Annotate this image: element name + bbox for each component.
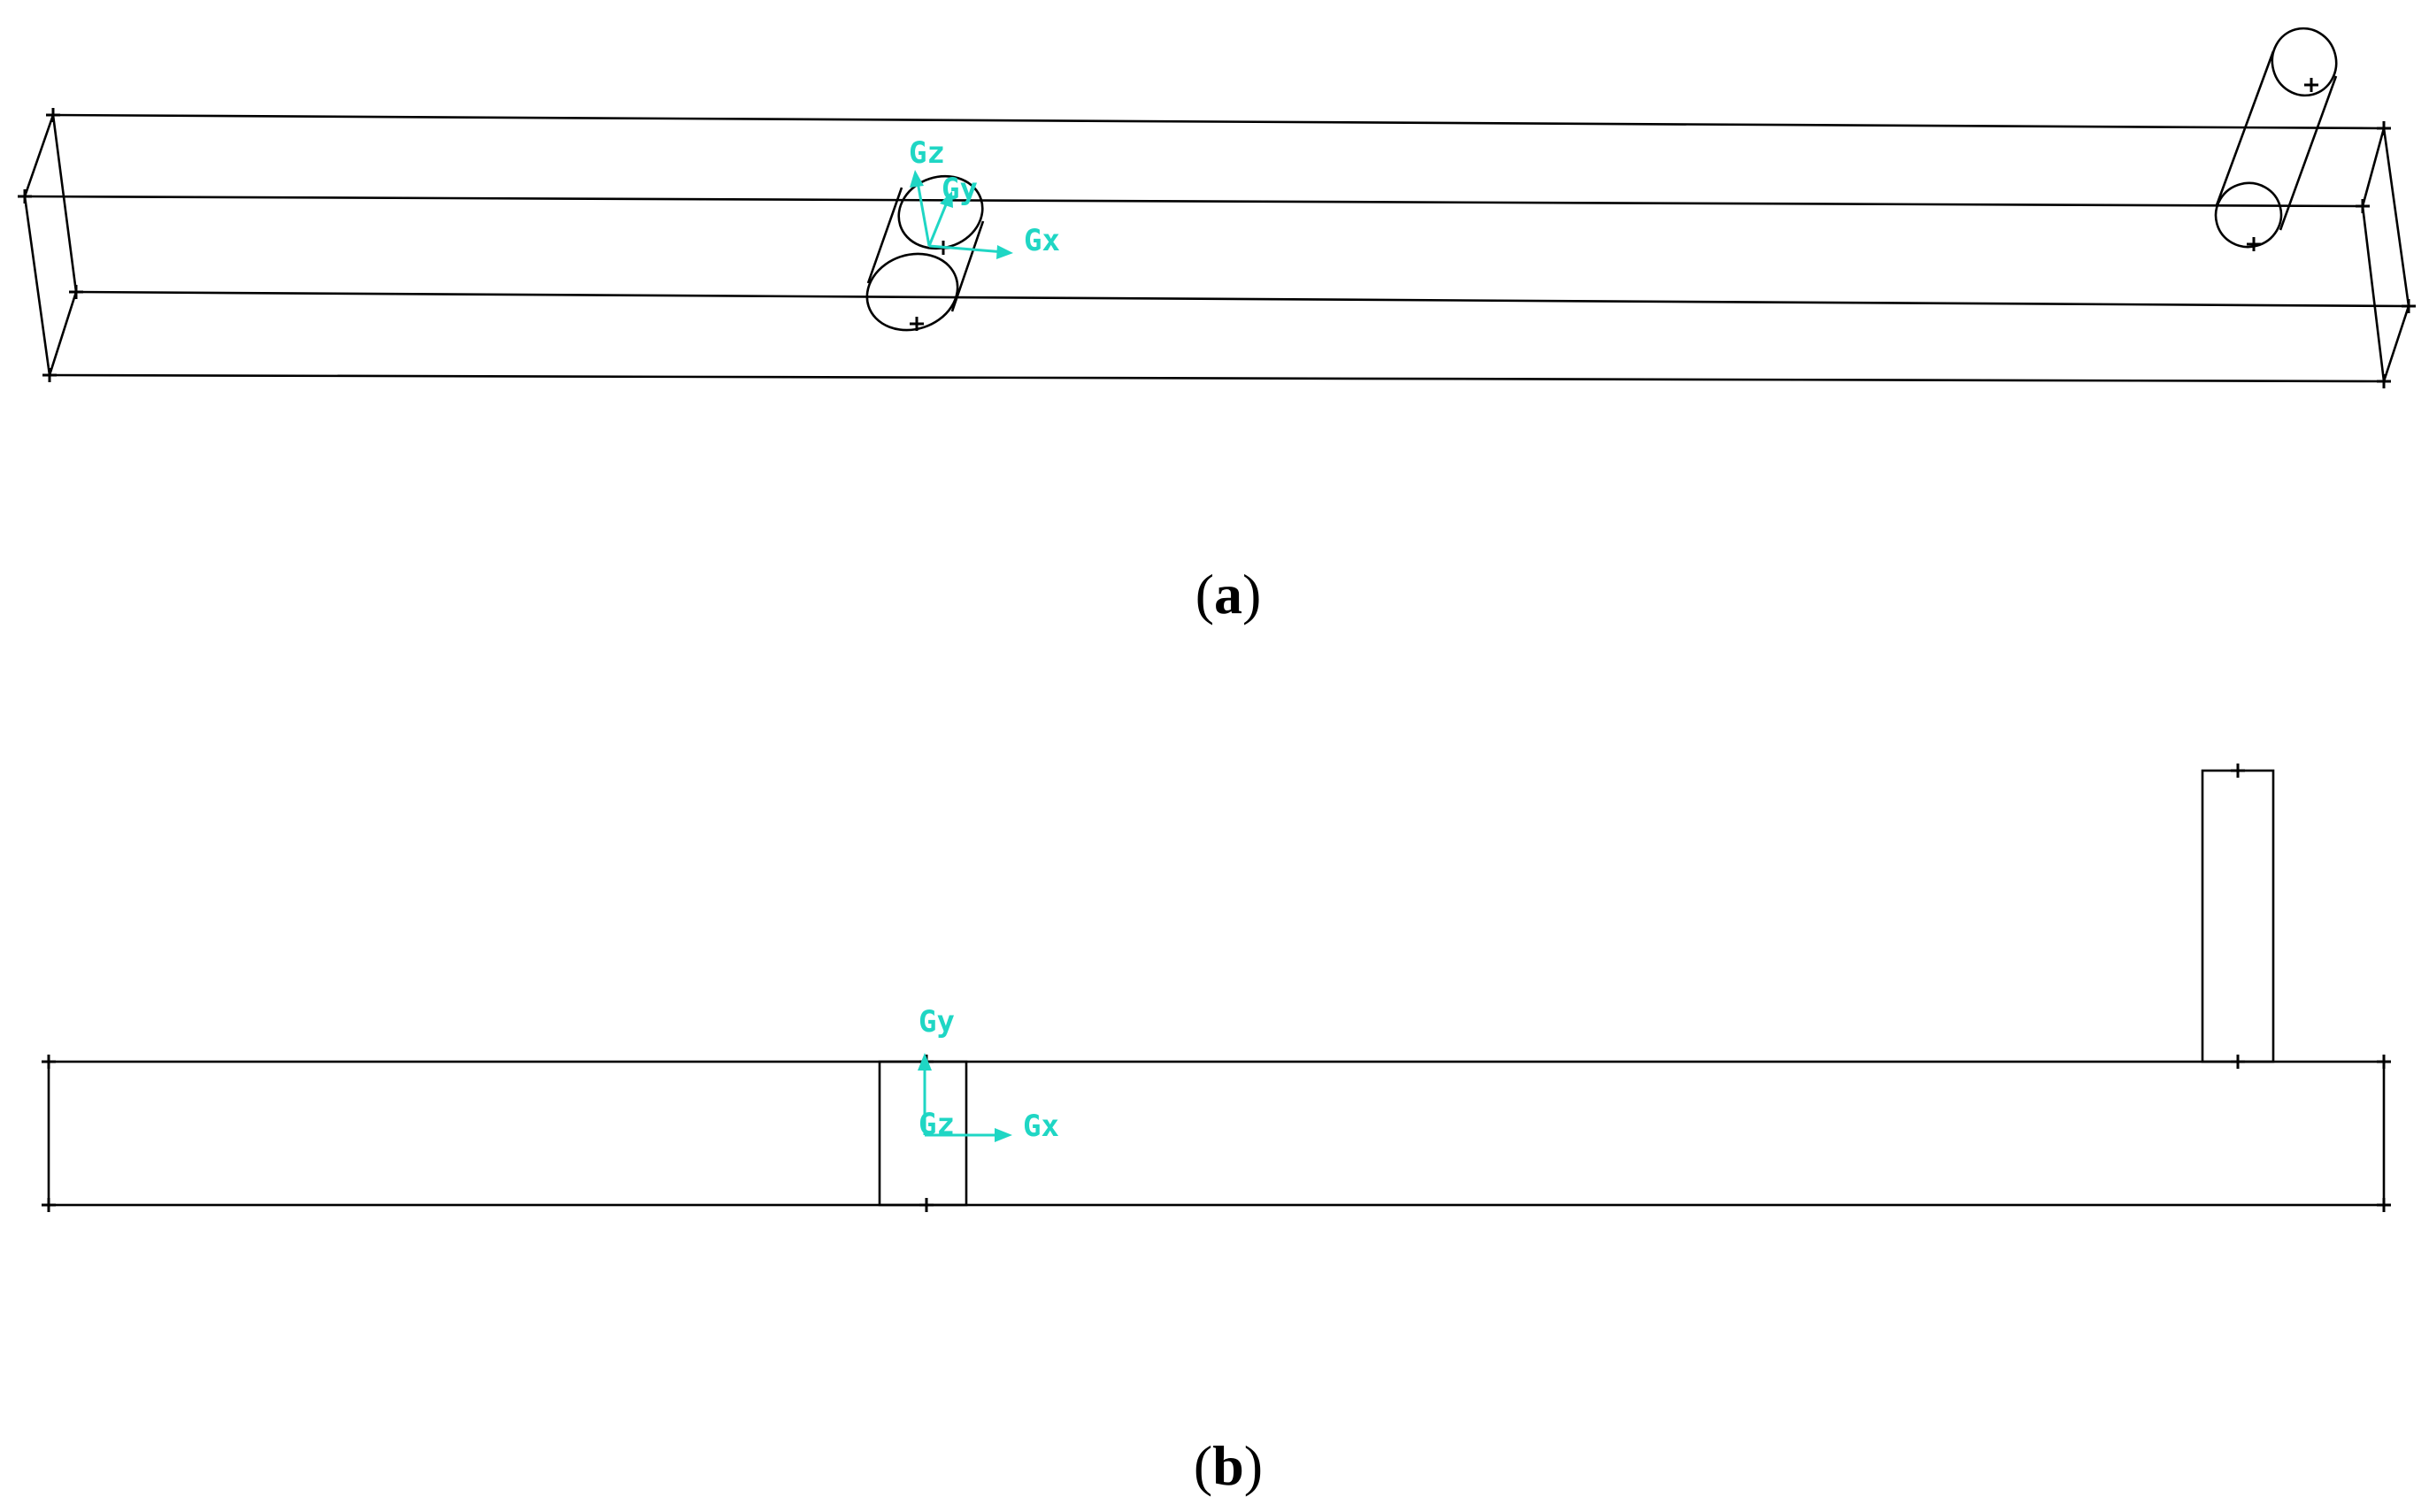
node-marker (69, 285, 83, 299)
node-marker (2377, 121, 2391, 135)
node-marker (2231, 764, 2245, 778)
gx-label: Gx (1024, 223, 1060, 258)
node-marker (42, 368, 57, 382)
node-marker (2377, 374, 2391, 388)
beam-edge-top-front (24, 195, 2364, 208)
gy-axis-line (927, 197, 950, 247)
right-cylinder-top-ellipse (2271, 27, 2338, 97)
panel-b: Gy Gz Gx (b) (42, 764, 2391, 1497)
gx-axis-arrow (996, 245, 1013, 259)
panel-a-caption: (a) (1195, 563, 1262, 626)
gx-label: Gx (1023, 1109, 1059, 1144)
node-marker (42, 1055, 56, 1069)
right-cylinder-bottom-ellipse (2214, 181, 2283, 249)
middle-cylinder-side-left (866, 187, 903, 284)
gz-axis-line (915, 176, 931, 247)
gx-axis-arrow (995, 1128, 1012, 1142)
gy-label: Gy (942, 172, 978, 207)
middle-cylinder-bottom-ellipse (865, 252, 959, 332)
beam-edge-top-back (52, 113, 2385, 130)
right-cylinder (2214, 27, 2338, 249)
beam-side-rect (47, 1060, 2386, 1207)
middle-cylinder-side-right (950, 220, 985, 312)
node-marker (18, 189, 32, 203)
node-marker (919, 1198, 934, 1212)
node-marker (42, 1198, 56, 1212)
node-marker (2356, 199, 2370, 213)
beam-edge-bottom-front (49, 373, 2385, 383)
panel-b-axis-triad: Gy Gz Gx (918, 1004, 1059, 1144)
right-post-rect (2201, 769, 2275, 1063)
node-marker (2402, 299, 2416, 313)
panel-b-nodes (42, 764, 2391, 1212)
gx-axis-line (928, 244, 1005, 254)
panel-b-caption: (b) (1194, 1434, 1263, 1497)
panel-a-nodes (18, 78, 2416, 388)
right-cylinder-side-right (2279, 75, 2338, 231)
gy-label: Gy (919, 1004, 955, 1040)
node-marker (910, 317, 924, 331)
panel-a: Gz Gy Gx (a) (18, 27, 2416, 626)
node-marker (2247, 237, 2261, 251)
gz-axis-arrow (910, 170, 924, 188)
panel-a-caption-letter: a (1214, 563, 1242, 626)
gz-label: Gz (919, 1107, 955, 1142)
node-marker (2377, 1055, 2391, 1069)
node-marker (2231, 1055, 2245, 1069)
gz-label: Gz (909, 135, 945, 171)
node-marker (2304, 78, 2318, 92)
middle-cylinder-top-ellipse (897, 174, 984, 250)
beam-left-end-face (23, 114, 78, 376)
right-cylinder-side-left (2215, 50, 2275, 206)
middle-cylinder (865, 174, 985, 332)
node-marker (46, 108, 60, 122)
node-marker (2377, 1198, 2391, 1212)
gy-axis-arrow (940, 191, 953, 208)
beam-edge-bottom-back (75, 290, 2410, 308)
beam-right-end-face (2361, 127, 2410, 382)
panel-b-caption-letter: b (1212, 1434, 1244, 1497)
gy-axis-arrow (918, 1053, 932, 1071)
panel-a-axis-triad: Gz Gy Gx (909, 135, 1060, 259)
